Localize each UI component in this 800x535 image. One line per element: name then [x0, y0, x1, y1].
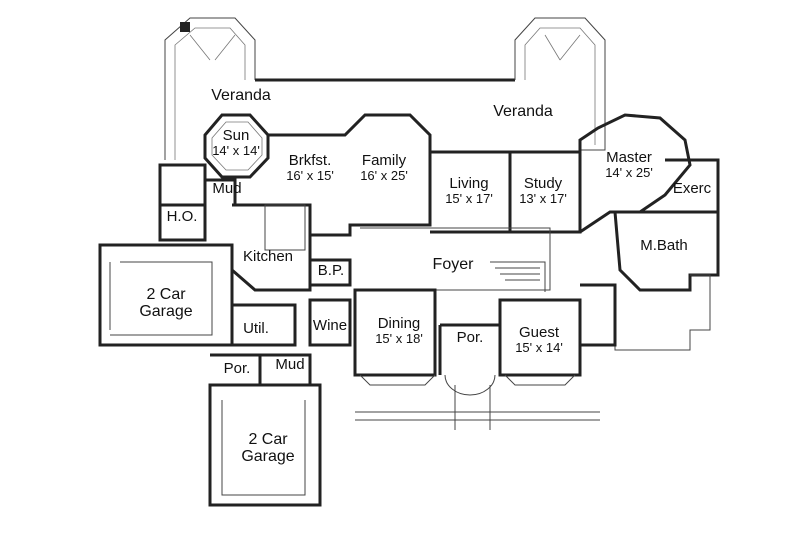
room-size: 13' x 17' [519, 190, 567, 206]
sun-room-walls [203, 113, 270, 179]
room-name: Brkfst. [288, 152, 332, 169]
mbath-label: M.Bath [640, 237, 688, 254]
veranda-left-outline [164, 17, 256, 160]
guest-label: Guest 15' x 14' [515, 325, 563, 354]
room-name: Living [449, 175, 489, 192]
veranda-right-outline [514, 17, 606, 151]
foyer-label: Foyer [432, 256, 474, 273]
mud-top-label: Mud [212, 180, 242, 197]
bp-label: B.P. [317, 262, 345, 279]
mud-ho-walls [158, 163, 237, 242]
living-label: Living 15' x 17' [445, 176, 493, 205]
guest-bath [580, 283, 617, 347]
util-walls [232, 303, 297, 347]
room-size: 14' x 14' [212, 142, 260, 158]
mbath-walls [613, 210, 720, 292]
room-name: Dining [377, 315, 421, 332]
brkfst-label: Brkfst. 16' x 15' [286, 153, 334, 182]
room-name: Guest [518, 324, 560, 341]
room-size: 15' x 18' [375, 330, 423, 346]
dining-label: Dining 15' x 18' [375, 316, 423, 345]
veranda-right-inner [524, 27, 596, 145]
room-size: 16' x 25' [360, 167, 408, 183]
garage-left-label: 2 Car Garage [139, 286, 193, 320]
study-label: Study 13' x 17' [519, 176, 567, 205]
master-label: Master 14' x 25' [605, 150, 653, 179]
sun-label: Sun 14' x 14' [212, 128, 260, 157]
guest-walls [498, 298, 582, 377]
bottom-garage-walls [208, 383, 322, 507]
mud-bottom-label: Mud [275, 356, 305, 373]
guest-bay [504, 374, 576, 386]
brkfst-family-walls [268, 113, 432, 237]
stair [490, 261, 546, 292]
sun-room-inner [211, 121, 263, 171]
room-size: 14' x 25' [605, 164, 653, 180]
room-size: 15' x 14' [515, 339, 563, 355]
room-name: Family [361, 152, 407, 169]
dining-bay [359, 374, 436, 386]
living-study-walls [430, 150, 582, 234]
veranda-right-label: Veranda [493, 103, 553, 120]
column [180, 22, 190, 32]
kitchen-label: Kitchen [242, 248, 294, 265]
master-closet [614, 274, 711, 351]
wine-walls [308, 298, 352, 347]
veranda-left-label: Veranda [211, 87, 271, 104]
foyer-walls [360, 227, 551, 291]
bp-walls [310, 258, 352, 287]
room-name: Master [606, 149, 652, 166]
ho-label: H.O. [166, 208, 198, 225]
por-left-label: Por. [223, 360, 251, 377]
util-label: Util. [243, 320, 269, 337]
room-name: Study [523, 175, 563, 192]
veranda-left-inner [174, 27, 246, 160]
room-name: Sun [222, 127, 250, 144]
left-garage-inner [109, 261, 213, 336]
garage-bottom-label: 2 Car Garage [241, 431, 295, 465]
exerc-label: Exerc [672, 180, 712, 197]
porch-arch [444, 374, 496, 396]
room-size: 15' x 17' [445, 190, 493, 206]
kitchen-island [264, 204, 306, 251]
bottom-garage-inner [221, 400, 306, 496]
wine-label: Wine [312, 317, 348, 334]
por-center-label: Por. [456, 329, 484, 346]
room-size: 16' x 15' [286, 167, 334, 183]
front-walk [355, 385, 600, 430]
family-label: Family 16' x 25' [360, 153, 408, 182]
